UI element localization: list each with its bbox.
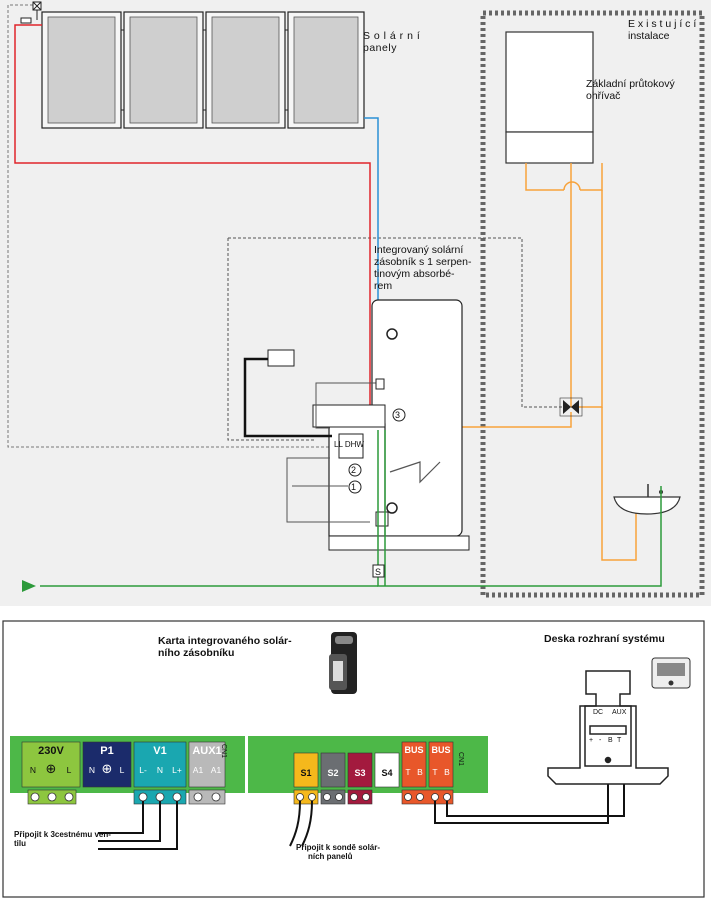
marker-1-label: 1 bbox=[351, 482, 357, 492]
terminal-230v-pin-n: N bbox=[29, 765, 37, 775]
terminal-bus-2: BUS bbox=[431, 745, 451, 755]
card-title: Karta integrovaného solár- ního zásobník… bbox=[158, 635, 292, 659]
connector-right-label: CN1 bbox=[457, 752, 464, 767]
valve-icon bbox=[20, 17, 32, 24]
terminal-v1-pin-n: N bbox=[156, 765, 164, 775]
washbasin-icon bbox=[613, 484, 681, 515]
hydraulic-diagram: S o l á r n í panely E x i s t u j í c í… bbox=[0, 0, 711, 606]
tank-label: Integrovaný solární zásobník s 1 serpen-… bbox=[374, 244, 472, 292]
terminal-v1-pin-l-minus: L- bbox=[139, 765, 147, 775]
solar-panel-array bbox=[41, 11, 365, 129]
bus-wire-1 bbox=[434, 764, 609, 824]
hydraulic-diagram-svg bbox=[7, 1, 705, 598]
interface-pin-b: B bbox=[608, 737, 613, 744]
terminal-bus-1-pin-t: T bbox=[405, 767, 411, 777]
tank-dashed-frame bbox=[228, 237, 566, 408]
existing-installation-frame bbox=[480, 10, 705, 598]
wiring-diagram-svg bbox=[2, 620, 705, 898]
terminal-bus-1: BUS bbox=[404, 745, 424, 755]
bus-wire-2 bbox=[446, 764, 625, 817]
terminal-v1: V1 bbox=[153, 745, 167, 757]
marker-3-label: 3 bbox=[395, 410, 401, 420]
interface-title: Deska rozhraní systému bbox=[544, 633, 665, 645]
note-sensor: Připojit k sondě solár- ních panelů bbox=[296, 843, 381, 861]
interface-pin-t: T bbox=[617, 737, 622, 744]
terminal-v1-pin-l-plus: L+ bbox=[172, 765, 182, 775]
solar-storage-tank bbox=[312, 299, 470, 551]
interface-pin-dc: DC bbox=[593, 709, 604, 716]
control-cable bbox=[243, 357, 332, 438]
sensor-s-box bbox=[372, 564, 385, 578]
terminal-s3: S3 bbox=[354, 768, 366, 778]
terminal-bus-2-pin-b: B bbox=[444, 767, 450, 777]
interface-panel-icon bbox=[651, 657, 691, 689]
sensor-wire-2 bbox=[301, 800, 313, 847]
cold-water-pipe bbox=[377, 430, 662, 587]
marker-2 bbox=[348, 463, 362, 477]
tank-card-icon bbox=[329, 632, 357, 694]
terminal-aux1-pin-a1-2: A1 bbox=[210, 765, 222, 775]
tank-panel-text: LL DHW bbox=[334, 440, 364, 449]
marker-3 bbox=[392, 408, 406, 422]
terminal-230v: 230V bbox=[38, 745, 64, 757]
wiring-diagram: Karta integrovaného solár- ního zásobník… bbox=[0, 606, 711, 900]
solar-panels-label: S o l á r n í panely bbox=[363, 30, 421, 54]
hot-water-pipe bbox=[525, 163, 564, 191]
interface-board bbox=[547, 670, 669, 785]
interface-pin-aux: AUX bbox=[612, 709, 627, 716]
controller-icon bbox=[267, 349, 295, 367]
terminal-s1: S1 bbox=[300, 768, 312, 778]
control-wire-left bbox=[7, 4, 330, 448]
terminal-p1-pin-l: L bbox=[119, 765, 125, 775]
boiler bbox=[505, 31, 594, 164]
marker-1 bbox=[348, 480, 362, 494]
valve-wire-2 bbox=[98, 801, 161, 842]
terminal-p1-pin-earth-icon: ⊕ bbox=[101, 761, 113, 776]
cold-water-inlet-arrow-icon bbox=[22, 580, 36, 592]
three-way-valve-icon bbox=[563, 400, 571, 414]
terminal-230v-pin-l: L bbox=[66, 765, 72, 775]
hot-pipe bbox=[14, 24, 371, 427]
valve-wire-1 bbox=[98, 801, 144, 834]
terminal-s4: S4 bbox=[381, 768, 393, 778]
terminal-p1: P1 bbox=[100, 745, 114, 757]
terminal-aux1-pin-a1-1: A1 bbox=[192, 765, 204, 775]
terminal-bus-1-pin-b: B bbox=[417, 767, 423, 777]
terminal-p1-pin-n: N bbox=[88, 765, 96, 775]
marker-2-label: 2 bbox=[351, 465, 357, 475]
note-valve: Připojit k 3cestnému ven- tilu bbox=[14, 830, 111, 848]
terminal-230v-pin-earth-icon: ⊕ bbox=[45, 761, 57, 776]
sensor-s-label: S bbox=[375, 567, 382, 577]
existing-installation-label: E x i s t u j í c í instalace bbox=[628, 18, 697, 42]
terminal-aux1: AUX1 bbox=[192, 745, 222, 757]
interface-pin-plus: + bbox=[589, 737, 594, 744]
sensor-wire-1 bbox=[289, 800, 301, 847]
valve-wire-3 bbox=[98, 801, 178, 850]
terminal-bus-2-pin-t: T bbox=[432, 767, 438, 777]
terminal-s2: S2 bbox=[327, 768, 339, 778]
boiler-label: Základní průtokový ohřívač bbox=[586, 78, 675, 102]
interface-pin-minus: - bbox=[599, 737, 602, 744]
